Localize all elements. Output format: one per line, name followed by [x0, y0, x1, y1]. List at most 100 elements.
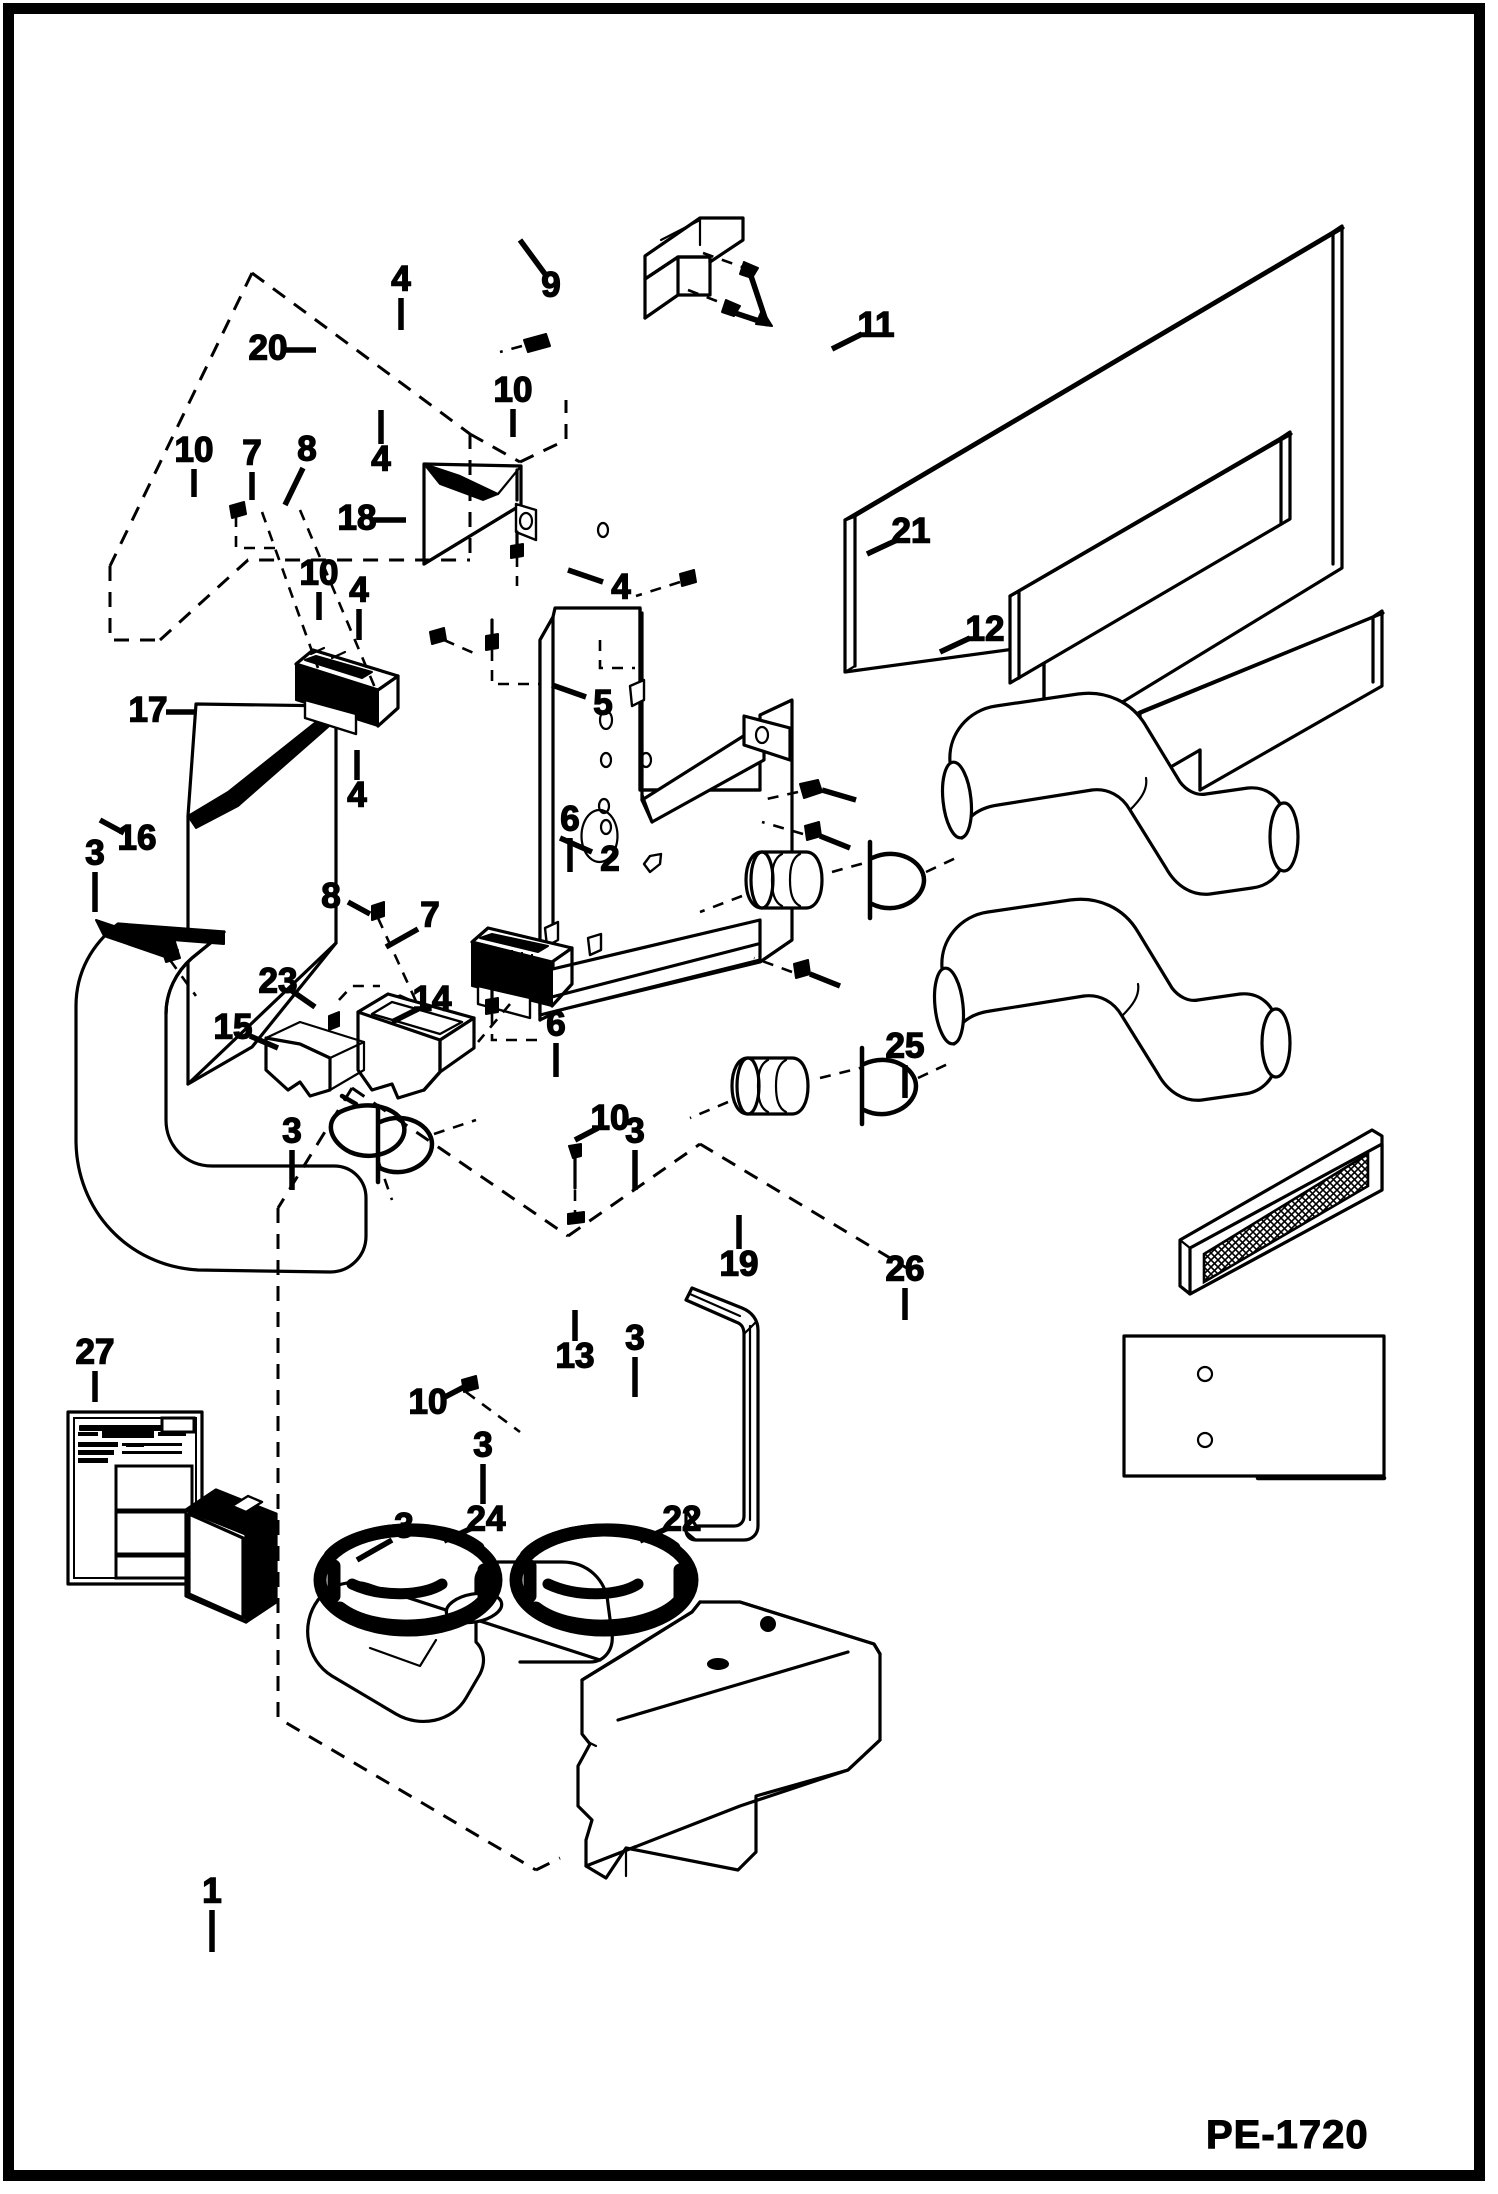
callout-hose-clamp-3b: 3 [282, 1111, 302, 1190]
callout-filter-element-25: 25 [885, 1026, 925, 1098]
callout-leader-line [938, 635, 972, 655]
callout-number: 1 [202, 1871, 221, 1910]
callout-number: 4 [611, 567, 631, 606]
callout-number: 10 [494, 370, 533, 409]
decal-heading-block [78, 1430, 186, 1438]
part-19-seal-strip [682, 1286, 760, 1542]
callout-number: 26 [886, 1249, 925, 1288]
callout-number: 15 [214, 1007, 253, 1046]
callout-leader-line [282, 466, 306, 507]
part-9-mounting-bracket-small [643, 216, 773, 327]
callout-number: 3 [85, 833, 104, 872]
callout-nut-5: 5 [551, 682, 613, 723]
callout-rivet-23: 23 [258, 961, 317, 1010]
callout-number: 4 [349, 570, 369, 609]
part-22-hose-coil-b [509, 1523, 699, 1637]
part-10-screw-d [567, 1143, 585, 1225]
callout-number: 4 [391, 259, 411, 298]
hose-assembly-lower-right [689, 897, 1292, 1127]
callout-leader-line [551, 682, 587, 700]
callout-hose-clamp-3c: 3 [625, 1111, 645, 1190]
part-8-retainer-clip-upper [260, 509, 378, 691]
callout-leader-line [346, 899, 372, 917]
callout-number: 7 [242, 433, 261, 472]
callout-cover-shield-13: 13 [555, 1310, 595, 1376]
hose-assembly-upper-right [699, 691, 1300, 921]
callout-leader-line [441, 1383, 468, 1401]
callout-number: 3 [282, 1111, 301, 1150]
callout-leader-line [567, 567, 604, 585]
callout-number: 4 [371, 439, 391, 478]
callout-number: 3 [625, 1111, 644, 1150]
assembly-line-vent-to-duct [477, 1003, 511, 1043]
callout-hose-coil-b-22: 22 [638, 1499, 702, 1544]
callout-number: 23 [259, 961, 298, 1000]
part-15-cover-plate [264, 1020, 366, 1098]
callout-leader-line [573, 1125, 600, 1143]
callout-number: 14 [413, 979, 452, 1018]
callout-leader-line [865, 537, 899, 557]
callout-number: 8 [321, 876, 340, 915]
callout-number: 17 [129, 690, 168, 729]
callout-insulation-panel-mid-21: 21 [865, 511, 931, 557]
callout-number: 13 [556, 1336, 595, 1375]
fastener-group-upper [229, 333, 857, 1042]
callout-mounting-panel-18: 18 [337, 498, 406, 538]
part-3-hose-clamp-a [95, 919, 198, 997]
callout-leader-line [517, 238, 548, 276]
callout-screw-self-tapping-10e: 10 [408, 1382, 468, 1422]
part-23-rivet [328, 984, 380, 1031]
callout-number: 10 [591, 1098, 630, 1137]
callout-hose-clamp-3d: 3 [625, 1318, 645, 1397]
part-18-mounting-panel [538, 521, 794, 1022]
callout-coupler-6b: 6 [546, 1004, 566, 1077]
callout-number: 9 [541, 265, 560, 304]
callout-hose-clamp-3f: 3 [355, 1506, 414, 1563]
callout-number: 16 [118, 818, 157, 857]
drawing-number: PE-1720 [1206, 2113, 1369, 2157]
callout-number: 10 [300, 553, 339, 592]
callout-number: 19 [720, 1244, 759, 1283]
callout-mounting-plate-26: 26 [885, 1249, 925, 1320]
diagram-border-frame [3, 3, 1485, 2181]
callout-leader-line [830, 331, 864, 352]
callout-insulation-panel-large-11: 11 [830, 305, 895, 352]
callout-leader-line [442, 1525, 474, 1544]
callout-screw-4b: 4 [371, 410, 392, 479]
callout-number: 5 [593, 683, 612, 722]
callout-number: 10 [409, 1382, 448, 1421]
callout-number: 6 [546, 1004, 565, 1043]
callout-leader-line [355, 1537, 394, 1563]
callout-leader-line [98, 817, 126, 836]
callout-number: 7 [420, 895, 439, 934]
callout-hose-long-16: 16 [98, 817, 157, 858]
callout-instruction-decal-27: 27 [75, 1332, 115, 1402]
callout-hose-clamp-3e: 3 [473, 1425, 493, 1504]
callout-number: 25 [886, 1026, 925, 1065]
callout-number: 3 [394, 1506, 413, 1545]
callout-screw-self-tapping-10a: 10 [174, 430, 214, 497]
callout-screw-4d: 4 [347, 750, 368, 815]
callout-number: 6 [560, 799, 579, 838]
callout-insulation-panel-lower-12: 12 [938, 609, 1005, 655]
callout-duct-housing-14: 14 [390, 979, 453, 1025]
callout-vent-louver-7a: 7 [242, 433, 262, 500]
callout-number: 12 [966, 609, 1005, 648]
callout-leader-line [638, 1525, 670, 1544]
callout-retainer-clip-8a: 8 [282, 429, 317, 507]
assembly-guide-dashed-upper [108, 271, 568, 642]
part-14-duct-housing [356, 992, 476, 1100]
part-8-retainer-clip-lower [371, 901, 422, 1011]
callout-number: 20 [249, 328, 288, 367]
callout-leader-line [390, 1006, 420, 1025]
callout-number: 10 [175, 430, 214, 469]
callout-number: 3 [473, 1425, 492, 1464]
part-1-carton-box [184, 1488, 278, 1624]
callout-number: 27 [76, 1332, 115, 1371]
part-21-insulation-panel-mid [1008, 430, 1293, 685]
callout-screw-4c: 4 [349, 570, 370, 640]
callout-screw-self-tapping-10b: 10 [493, 370, 533, 437]
